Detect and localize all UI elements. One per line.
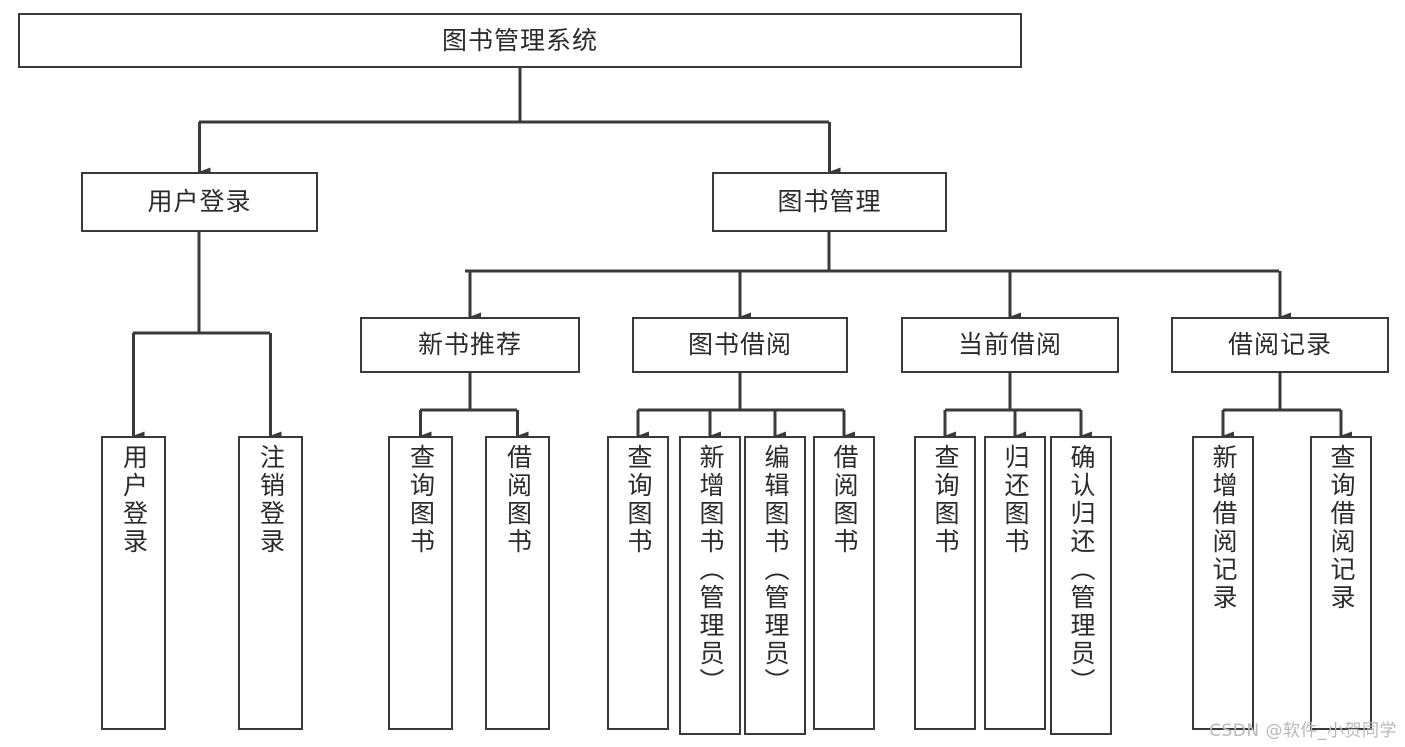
- node-leaf-query-book-3[interactable]: 查询图书: [914, 436, 976, 730]
- node-leaf-query-record[interactable]: 查询借阅记录: [1310, 436, 1372, 730]
- node-leaf-query-record-label: 查询借阅记录: [1327, 444, 1356, 612]
- node-user-login-label: 用户登录: [147, 187, 252, 217]
- node-leaf-edit-book[interactable]: 编辑图书（管理员）: [744, 436, 806, 735]
- node-book-manage-label: 图书管理: [777, 187, 882, 217]
- node-book-manage[interactable]: 图书管理: [712, 172, 947, 232]
- node-leaf-borrow-book-1-label: 借阅图书: [503, 444, 533, 556]
- node-leaf-query-book-1-label: 查询图书: [406, 444, 436, 556]
- node-leaf-return-book[interactable]: 归还图书: [984, 436, 1046, 730]
- node-leaf-query-book-3-label: 查询图书: [931, 444, 960, 556]
- node-leaf-borrow-book-1[interactable]: 借阅图书: [485, 436, 550, 730]
- node-leaf-add-book-label: 新增图书（管理员）: [696, 444, 725, 696]
- node-root[interactable]: 图书管理系统: [18, 13, 1022, 68]
- node-borrow-record[interactable]: 借阅记录: [1171, 317, 1389, 373]
- node-book-borrow-label: 图书借阅: [687, 330, 792, 360]
- node-leaf-add-record-label: 新增借阅记录: [1209, 444, 1238, 612]
- node-leaf-add-record[interactable]: 新增借阅记录: [1192, 436, 1254, 730]
- node-current-borrow[interactable]: 当前借阅: [901, 317, 1119, 373]
- node-leaf-borrow-book-2[interactable]: 借阅图书: [813, 436, 875, 730]
- node-new-book-recommend-label: 新书推荐: [417, 330, 522, 360]
- node-leaf-query-book-1[interactable]: 查询图书: [388, 436, 453, 730]
- node-leaf-confirm-return-label: 确认归还（管理员）: [1067, 444, 1096, 696]
- node-root-label: 图书管理系统: [441, 25, 598, 55]
- node-user-login[interactable]: 用户登录: [81, 172, 318, 232]
- node-leaf-user-login-label: 用户登录: [119, 444, 149, 556]
- node-current-borrow-label: 当前借阅: [957, 330, 1062, 360]
- node-new-book-recommend[interactable]: 新书推荐: [360, 317, 580, 373]
- node-borrow-record-label: 借阅记录: [1227, 330, 1332, 360]
- node-leaf-query-book-2-label: 查询图书: [624, 444, 653, 556]
- node-book-borrow[interactable]: 图书借阅: [632, 317, 848, 373]
- node-leaf-add-book[interactable]: 新增图书（管理员）: [679, 436, 741, 735]
- node-leaf-confirm-return[interactable]: 确认归还（管理员）: [1050, 436, 1112, 735]
- node-leaf-return-book-label: 归还图书: [1001, 444, 1030, 556]
- node-leaf-logout[interactable]: 注销登录: [238, 436, 303, 730]
- node-leaf-borrow-book-2-label: 借阅图书: [830, 444, 859, 556]
- node-leaf-query-book-2[interactable]: 查询图书: [607, 436, 669, 730]
- node-leaf-edit-book-label: 编辑图书（管理员）: [761, 444, 790, 696]
- node-leaf-user-login[interactable]: 用户登录: [101, 436, 166, 730]
- node-leaf-logout-label: 注销登录: [256, 444, 286, 556]
